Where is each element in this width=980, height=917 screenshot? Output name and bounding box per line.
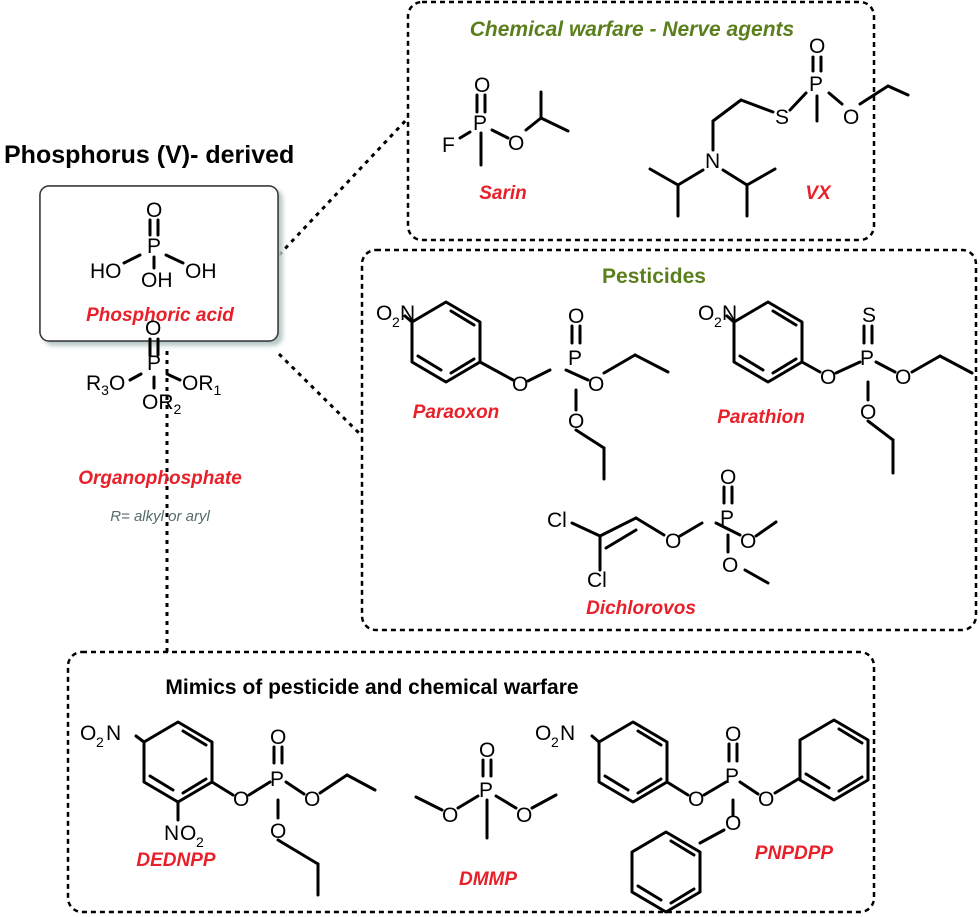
mimics-title: Mimics of pesticide and chemical warfare bbox=[165, 676, 578, 699]
atom-O-ethyl-2: O bbox=[568, 410, 584, 433]
subscript-2: 2 bbox=[392, 314, 400, 330]
atom-O: O bbox=[376, 302, 392, 325]
main-title: Phosphorus (V)- derived bbox=[4, 141, 294, 169]
atom-P: P bbox=[270, 768, 284, 791]
atom-N-2: N bbox=[164, 822, 179, 845]
atom-O-oxo: O bbox=[568, 305, 584, 328]
pesticides-box bbox=[360, 248, 978, 632]
pnpdpp-name: PNPDPP bbox=[755, 843, 833, 864]
organophosphate-name: Organophosphate bbox=[78, 468, 242, 489]
atom-Cl-2: Cl bbox=[587, 569, 607, 592]
atom-O-oxo: O bbox=[725, 723, 741, 746]
subscript-2: 2 bbox=[714, 314, 722, 330]
dednpp-structure: O 2 N N O 2 O O P O O bbox=[80, 720, 377, 897]
atom-O: O bbox=[146, 199, 162, 222]
vx-structure: O P S O N bbox=[648, 35, 910, 218]
atom-O-2: O bbox=[180, 822, 196, 845]
atom-O-vinyl: O bbox=[665, 530, 681, 553]
atom-N: N bbox=[400, 302, 415, 325]
atom-HO: HO bbox=[90, 260, 122, 283]
atom-O-ethyl: O bbox=[895, 366, 911, 389]
atom-P: P bbox=[568, 347, 582, 370]
pnpdpp-structure: O 2 N O O P O O bbox=[535, 718, 870, 914]
atom-O-aryl: O bbox=[820, 366, 836, 389]
atom-O-methyl: O bbox=[442, 804, 458, 827]
atom-N: N bbox=[705, 150, 720, 173]
dmmp-name: DMMP bbox=[459, 869, 517, 890]
paraoxon-structure: O 2 N O O P O O bbox=[376, 300, 670, 481]
atom-O-methyl-2: O bbox=[722, 554, 738, 577]
mimics-box bbox=[66, 650, 876, 914]
atom-P: P bbox=[860, 347, 874, 370]
atom-O: O bbox=[80, 722, 96, 745]
atom-P: P bbox=[147, 235, 161, 258]
atom-O-ester: O bbox=[508, 132, 524, 155]
atom-O-ethyl-2: O bbox=[860, 401, 876, 424]
atom-O-oxo: O bbox=[270, 726, 286, 749]
atom-O-ethyl: O bbox=[588, 373, 604, 396]
atom-Cl: Cl bbox=[547, 509, 567, 532]
atom-P: P bbox=[479, 779, 493, 802]
atom-P: P bbox=[720, 507, 734, 530]
dmmp-structure: O O P O bbox=[414, 739, 558, 840]
atom-O-aryl: O bbox=[512, 373, 528, 396]
subscript-2-b: 2 bbox=[196, 834, 204, 850]
phosphoric-acid-structure: O P HO OH OH bbox=[90, 199, 217, 292]
atom-O-aryl: O bbox=[688, 788, 704, 811]
atom-S: S bbox=[862, 304, 876, 327]
connector-lines bbox=[165, 116, 410, 652]
dednpp-name: DEDNPP bbox=[136, 850, 216, 871]
atom-O-phenyl-2: O bbox=[725, 812, 741, 835]
dichlorovos-name: Dichlorovos bbox=[586, 598, 696, 619]
pesticides-title: Pesticides bbox=[602, 265, 706, 288]
atom-O-ethyl: O bbox=[304, 788, 320, 811]
atom-O-aryl: O bbox=[233, 788, 249, 811]
atom-N: N bbox=[722, 302, 737, 325]
atom-O: O bbox=[474, 74, 490, 97]
atom-F: F bbox=[442, 134, 455, 157]
vx-name: VX bbox=[805, 183, 832, 204]
warfare-title: Chemical warfare - Nerve agents bbox=[470, 18, 794, 41]
atom-O: O bbox=[535, 722, 551, 745]
atom-N: N bbox=[106, 722, 121, 745]
parathion-structure: O 2 N O S P O O bbox=[698, 300, 974, 475]
atom-O-methyl: O bbox=[740, 530, 756, 553]
core-box bbox=[39, 185, 279, 342]
atom-S: S bbox=[775, 106, 789, 129]
atom-OH-bottom: OH bbox=[141, 269, 173, 292]
atom-P: P bbox=[809, 73, 823, 96]
subscript-2: 2 bbox=[551, 734, 559, 750]
atom-P: P bbox=[725, 765, 739, 788]
atom-O-oxo: O bbox=[479, 739, 495, 762]
subscript-2: 2 bbox=[96, 734, 104, 750]
parathion-name: Parathion bbox=[717, 407, 805, 428]
r-group-note: R= alkyl or aryl bbox=[110, 508, 210, 525]
sarin-name: Sarin bbox=[479, 183, 527, 204]
atom-O-phenyl: O bbox=[758, 788, 774, 811]
atom-P: P bbox=[473, 112, 487, 135]
sarin-structure: O P F O bbox=[442, 74, 570, 167]
atom-N: N bbox=[560, 722, 575, 745]
atom-O-methyl-2: O bbox=[516, 804, 532, 827]
warfare-box bbox=[406, 0, 876, 242]
phosphoric-acid-name: Phosphoric acid bbox=[86, 305, 234, 326]
atom-O-ethyl-2: O bbox=[270, 820, 286, 843]
atom-O: O bbox=[809, 35, 825, 58]
paraoxon-name: Paraoxon bbox=[413, 402, 500, 423]
atom-OH: OH bbox=[185, 260, 217, 283]
dichlorovos-structure: Cl Cl O O P O O bbox=[547, 466, 778, 592]
atom-O: O bbox=[698, 302, 714, 325]
atom-O-ester: O bbox=[843, 106, 859, 129]
atom-O-oxo: O bbox=[720, 466, 736, 489]
